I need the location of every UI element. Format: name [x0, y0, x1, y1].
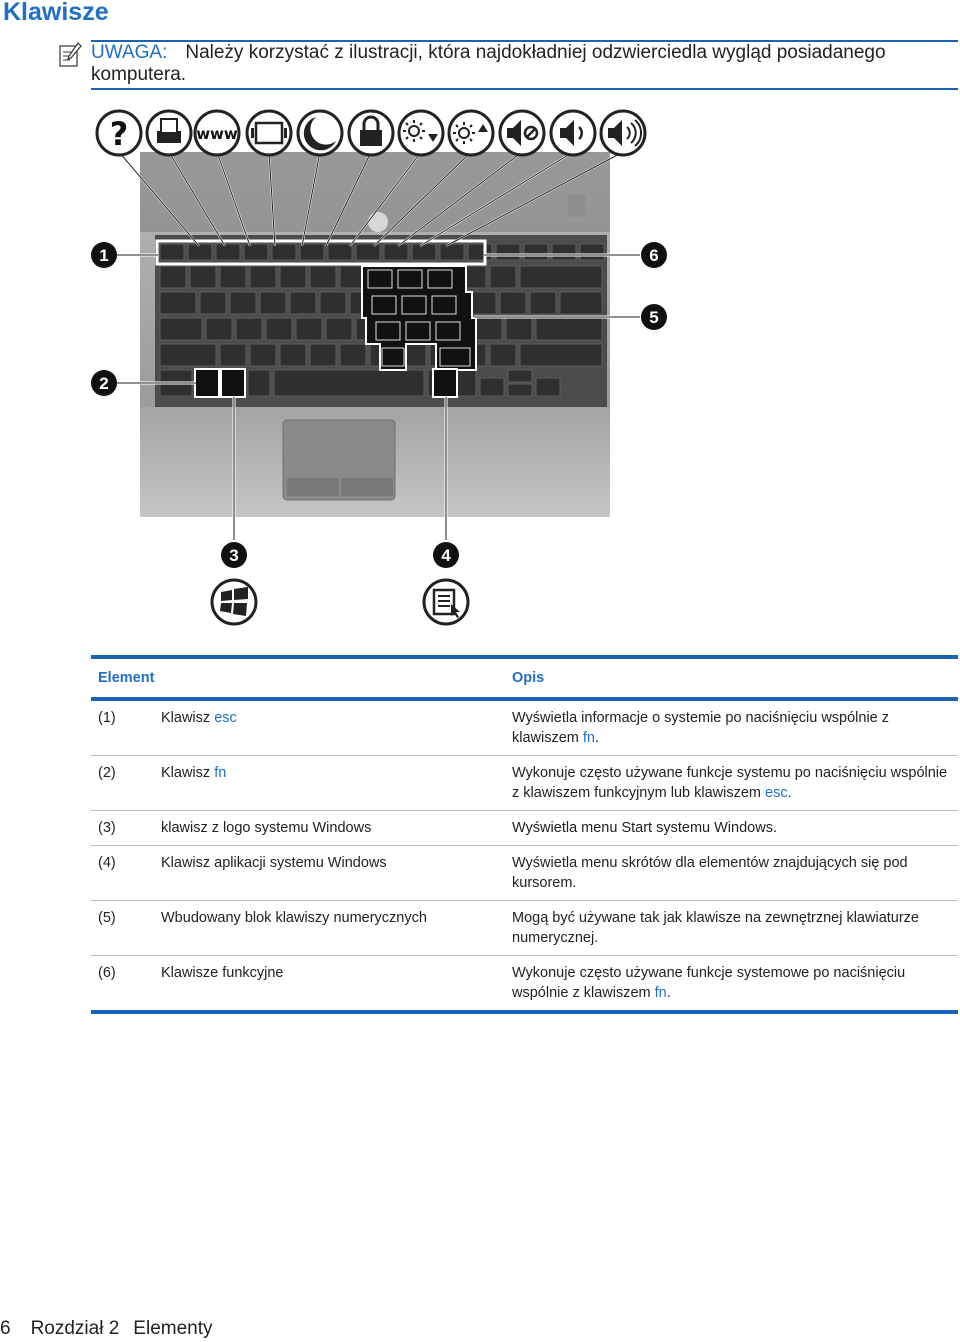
row-element: Klawisz fn	[154, 755, 505, 811]
callout-5: 5	[641, 304, 667, 330]
description-end: .	[595, 730, 600, 746]
row-description: Wykonuje często używane funkcje systemu …	[505, 755, 958, 811]
svg-text:4: 4	[441, 546, 451, 565]
top-icons: ? www	[95, 109, 647, 157]
header-element: Element	[91, 655, 505, 701]
svg-text:5: 5	[649, 308, 658, 327]
keys-table: Element Opis (1) Klawisz esc Wyświetla i…	[91, 655, 958, 1014]
row-number: (5)	[91, 900, 154, 956]
element-key: esc	[214, 710, 237, 726]
description-end: .	[787, 785, 792, 801]
table-row: (3) klawisz z logo systemu Windows Wyświ…	[91, 810, 958, 846]
table-row: (4) Klawisz aplikacji systemu Windows Wy…	[91, 845, 958, 901]
note-bottom-rule	[91, 88, 958, 90]
description-key: fn	[582, 730, 595, 746]
element-text: Klawisz	[161, 710, 215, 726]
application-key-highlight	[432, 368, 458, 398]
volume-down-icon	[549, 109, 597, 157]
description-key: fn	[654, 985, 667, 1001]
callout-6: 6	[641, 242, 667, 268]
callout-2: 2	[91, 370, 117, 396]
page-number: 6	[0, 1318, 11, 1339]
description-end: .	[666, 985, 671, 1001]
row-number: (1)	[91, 699, 154, 756]
description-text: Wykonuje często używane funkcje systemu …	[512, 765, 948, 801]
row-number: (3)	[91, 810, 154, 846]
row-element: klawisz z logo systemu Windows	[154, 810, 505, 846]
callout-1: 1	[91, 242, 117, 268]
row-description: Wyświetla menu skrótów dla elementów zna…	[505, 845, 958, 901]
display-switch-icon	[245, 109, 293, 157]
row-number: (6)	[91, 955, 154, 1014]
row-element: Klawisz aplikacji systemu Windows	[154, 845, 505, 901]
svg-text:6: 6	[649, 246, 658, 265]
note-pencil-icon	[58, 42, 82, 68]
callout-3: 3	[221, 542, 247, 568]
print-icon	[145, 109, 193, 157]
section-label: Elementy	[133, 1318, 213, 1339]
svg-text:www: www	[196, 125, 238, 143]
windows-logo-icon	[210, 578, 258, 626]
fn-key-highlight	[194, 368, 220, 398]
element-text: Klawisz	[161, 765, 215, 781]
svg-text:1: 1	[99, 246, 108, 265]
note: UWAGA:Należy korzystać z ilustracji, któ…	[91, 42, 931, 86]
function-keys-highlight	[155, 239, 487, 266]
note-top-rule	[91, 40, 958, 42]
mute-icon	[498, 109, 546, 157]
row-description: Wyświetla menu Start systemu Windows.	[505, 810, 958, 846]
row-element: Wbudowany blok klawiszy numerycznych	[154, 900, 505, 956]
callout-leader-lines-dark	[117, 254, 640, 540]
svg-text:?: ?	[110, 115, 129, 153]
note-label: UWAGA:	[91, 42, 168, 63]
row-description: Mogą być używane tak jak klawisze na zew…	[505, 900, 958, 956]
icon-leader-lines-dark	[118, 151, 624, 247]
numeric-keypad-highlight	[361, 265, 477, 371]
element-text: Klawisz aplikacji systemu Windows	[161, 855, 387, 871]
help-icon: ?	[95, 109, 143, 157]
row-number: (2)	[91, 755, 154, 811]
brightness-down-icon	[397, 109, 445, 157]
table-row: (5) Wbudowany blok klawiszy numerycznych…	[91, 900, 958, 956]
element-text: Wbudowany blok klawiszy numerycznych	[161, 910, 427, 926]
svg-text:2: 2	[99, 374, 108, 393]
keyboard-illustration: ? www	[0, 100, 960, 640]
description-text: Wyświetla menu Start systemu Windows.	[512, 820, 777, 836]
row-description: Wyświetla informacje o systemie po naciś…	[505, 699, 958, 756]
element-text: Klawisze funkcyjne	[161, 965, 284, 981]
table-row: (2) Klawisz fn Wykonuje często używane f…	[91, 755, 958, 811]
lock-icon	[347, 109, 395, 157]
www-icon: www	[193, 109, 241, 157]
chapter-label: Rozdział 2	[30, 1318, 120, 1339]
svg-text:3: 3	[229, 546, 238, 565]
row-number: (4)	[91, 845, 154, 901]
windows-key-highlight	[220, 368, 246, 398]
element-key: fn	[214, 765, 227, 781]
description-key: esc	[765, 785, 788, 801]
description-text: Mogą być używane tak jak klawisze na zew…	[512, 910, 919, 946]
table-row: (6) Klawisze funkcyjne Wykonuje często u…	[91, 955, 958, 1014]
brightness-up-icon	[447, 109, 495, 157]
element-text: klawisz z logo systemu Windows	[161, 820, 372, 836]
table-row: (1) Klawisz esc Wyświetla informacje o s…	[91, 699, 958, 756]
note-text: Należy korzystać z ilustracji, która naj…	[91, 42, 886, 85]
description-text: Wyświetla menu skrótów dla elementów zna…	[512, 855, 908, 891]
page-footer: 6 Rozdział 2 Elementy	[0, 1318, 213, 1340]
page-title: Klawisze	[3, 0, 109, 26]
description-text: Wyświetla informacje o systemie po naciś…	[512, 710, 890, 746]
header-description: Opis	[505, 655, 958, 701]
sleep-moon-icon	[296, 109, 344, 157]
table-header-row: Element Opis	[91, 655, 958, 701]
description-text: Wykonuje często używane funkcje systemow…	[512, 965, 906, 1001]
row-description: Wykonuje często używane funkcje systemow…	[505, 955, 958, 1014]
callout-4: 4	[433, 542, 459, 568]
row-element: Klawisz esc	[154, 699, 505, 756]
application-menu-icon	[422, 578, 470, 626]
row-element: Klawisze funkcyjne	[154, 955, 505, 1014]
volume-up-icon	[599, 109, 647, 157]
numeric-keypad-keys	[367, 269, 471, 367]
